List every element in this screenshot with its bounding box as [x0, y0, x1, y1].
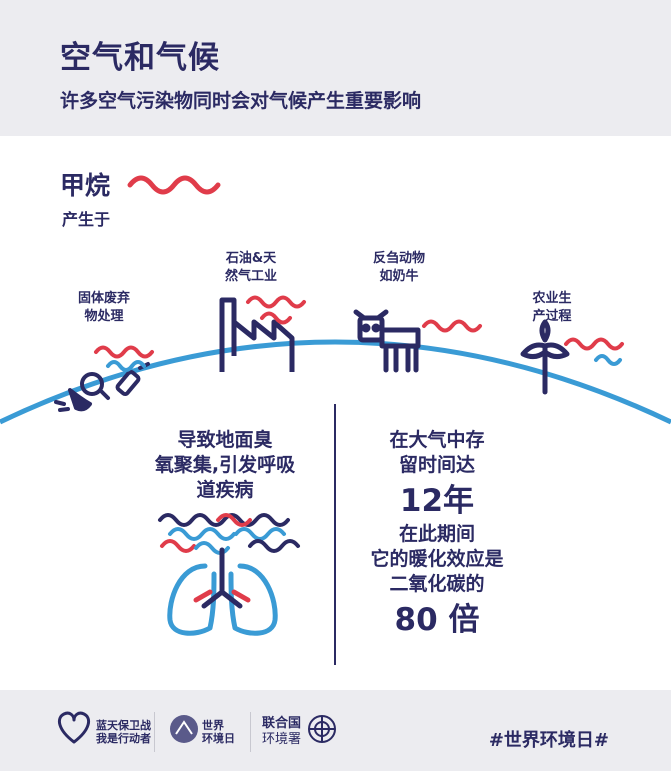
- header: 空气和气候 许多空气污染物同时会对气候产生重要影响: [0, 0, 671, 136]
- blue-sky-line1: 蓝天保卫战: [96, 719, 151, 732]
- footer-separator-1: [154, 712, 155, 752]
- source-label-waste-text: 固体废弃 物处理: [77, 291, 130, 324]
- source-label-oil-gas-text: 石油&天 然气工业: [224, 251, 277, 284]
- source-label-agriculture-text: 农业生 产过程: [532, 291, 572, 324]
- page-subtitle: 许多空气污染物同时会对气候产生重要影响: [60, 90, 422, 112]
- waste-icon: [54, 362, 150, 412]
- plant-icon: [520, 319, 570, 395]
- factory-icon: [219, 297, 295, 372]
- plant-waves-icon: [564, 337, 624, 366]
- gas-produced-by: 产生于: [62, 210, 111, 229]
- footer-separator-2: [250, 712, 251, 752]
- methane-wave-icon: [127, 175, 221, 195]
- unep-logo-text: 联合国 环境署: [262, 716, 301, 748]
- warming-multiplier: 80 倍: [394, 602, 480, 638]
- lifetime-years: 12年: [399, 483, 475, 519]
- waste-waves-icon: [94, 345, 154, 372]
- blue-sky-line2: 我是行动者: [96, 732, 151, 745]
- source-label-waste: 固体废弃 物处理: [74, 290, 134, 326]
- lifetime-line1: 在大气中存: [389, 429, 485, 451]
- ozone-waves-icon: [158, 513, 300, 555]
- ozone-effect-line3: 道疾病: [196, 479, 254, 501]
- unep-line1: 联合国: [262, 716, 302, 731]
- factory-waves-icon: [246, 295, 306, 325]
- gas-name: 甲烷: [60, 171, 111, 200]
- warming-line2: 它的暖化效应是: [370, 548, 504, 570]
- warming-line1: 在此期间: [398, 523, 475, 545]
- ozone-effect-text: 导致地面臭 氧聚集,引发呼吸 道疾病: [140, 428, 310, 503]
- ozone-effect-line1: 导致地面臭: [177, 429, 273, 451]
- source-label-ruminants: 反刍动物 如奶牛: [364, 250, 434, 286]
- world-env-day-logo-text: 世界 环境日: [202, 719, 235, 745]
- ozone-effect-line2: 氧聚集,引发呼吸: [154, 454, 296, 476]
- cow-icon: [353, 309, 421, 373]
- source-label-oil-gas: 石油&天 然气工业: [218, 250, 284, 286]
- source-label-agriculture: 农业生 产过程: [523, 290, 581, 326]
- hashtag: #世界环境日#: [488, 730, 609, 751]
- unep-line2: 环境署: [262, 732, 302, 747]
- earth-horizon: [0, 339, 671, 425]
- world-env-day-line2: 环境日: [202, 732, 235, 745]
- lungs-icon: [167, 547, 278, 636]
- source-label-ruminants-text: 反刍动物 如奶牛: [372, 251, 425, 284]
- warming-line3: 二氧化碳的: [389, 573, 485, 595]
- cow-waves-icon: [422, 319, 482, 333]
- lifetime-block: 在大气中存 留时间达 12年 在此期间 它的暖化效应是 二氧化碳的 80 倍: [352, 428, 522, 641]
- world-env-day-line1: 世界: [202, 719, 224, 732]
- lifetime-line2: 留时间达: [398, 454, 475, 476]
- page-title: 空气和气候: [60, 40, 220, 76]
- blue-sky-logo-text: 蓝天保卫战 我是行动者: [96, 719, 151, 745]
